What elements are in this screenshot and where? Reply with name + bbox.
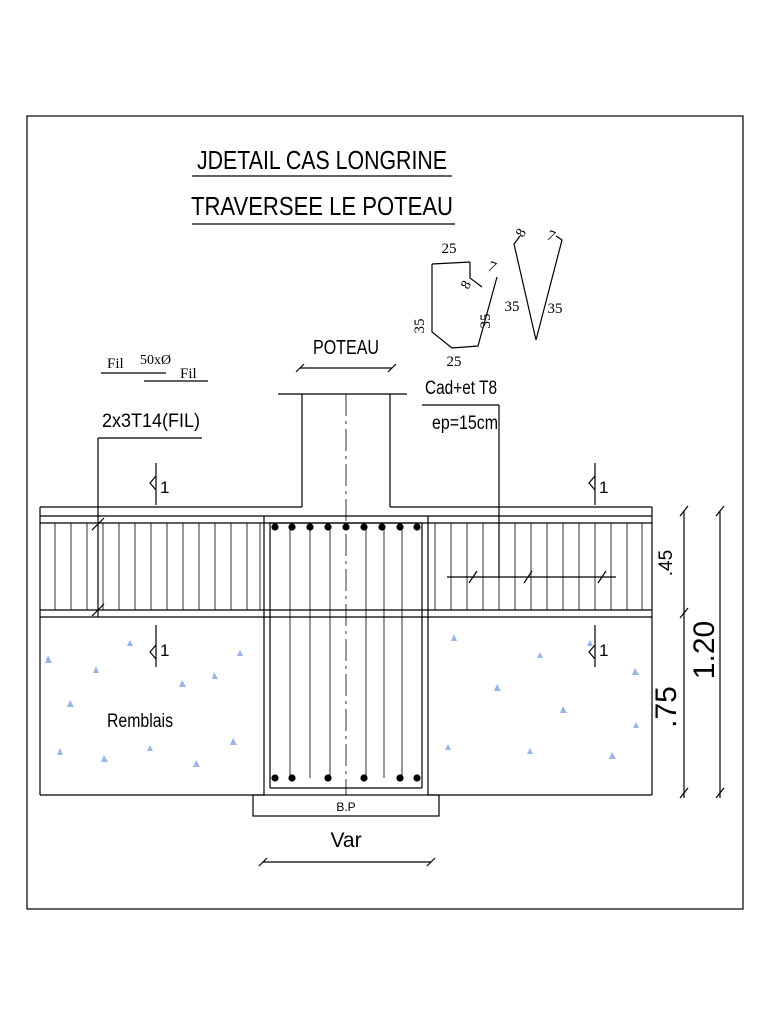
base-plate <box>252 794 440 817</box>
svg-text:1: 1 <box>599 641 608 660</box>
dimension-45-75: .45 .75 <box>650 505 689 799</box>
title-line-2: TRAVERSEE LE POTEAU <box>191 191 453 221</box>
rebar-dots-bottom <box>271 774 421 782</box>
cad-label-2: ep=15cm <box>432 413 498 434</box>
bp-label: B.P <box>336 800 355 814</box>
stirrup2-right-dim: 35 <box>548 301 563 317</box>
cad-label-1: Cad+et T8 <box>425 378 497 399</box>
dim-45-label: .45 <box>656 550 677 576</box>
stirrup-left-dim: 35 <box>412 319 428 334</box>
poteau-label: POTEAU <box>313 337 379 359</box>
section-marker-bottom-right: 1 <box>588 625 608 667</box>
stirrups-right <box>434 523 643 610</box>
stirrup2-left-dim: 35 <box>505 299 520 315</box>
stirrup2-hook-7: 7 <box>545 228 558 246</box>
stirrup-shape-open: 8 7 35 35 <box>505 226 563 341</box>
stirrup-right-dim: 35 <box>478 314 494 329</box>
svg-text:1: 1 <box>160 641 169 660</box>
stirrup-top-dim: 25 <box>442 241 457 257</box>
rebar-dots-top <box>271 523 421 531</box>
section-marker-bottom-left: 1 <box>149 625 169 667</box>
stirrup2-hook-8: 8 <box>513 226 529 240</box>
section-marker-top-right: 1 <box>588 463 608 505</box>
section-marker-top-left: 1 <box>149 463 169 505</box>
fil-spacing-label: 50xØ <box>140 353 171 368</box>
dimension-120: 1.20 <box>688 505 725 799</box>
rebar-label: 2x3T14(FIL) <box>102 411 200 432</box>
stirrups-left <box>54 523 261 610</box>
svg-text:1: 1 <box>160 478 169 497</box>
fil-left-label: Fil <box>107 356 124 372</box>
remblais-fill-left <box>45 640 243 767</box>
column-pier <box>263 516 429 795</box>
stirrup-hook-7: 7 <box>486 259 499 277</box>
svg-text:1: 1 <box>599 478 608 497</box>
fil-right-label: Fil <box>180 366 197 382</box>
remblais-fill-right <box>445 634 639 759</box>
stirrup-shape-closed: 25 8 7 35 35 25 <box>412 241 499 370</box>
var-label: Var <box>330 829 361 852</box>
stirrup-bottom-dim: 25 <box>447 354 462 370</box>
dim-120-label: 1.20 <box>688 621 721 679</box>
remblais-label: Remblais <box>107 711 173 732</box>
drawing-frame <box>26 115 744 910</box>
dim-75-label: .75 <box>650 686 683 728</box>
title-line-1: JDETAIL CAS LONGRINE <box>197 145 447 175</box>
